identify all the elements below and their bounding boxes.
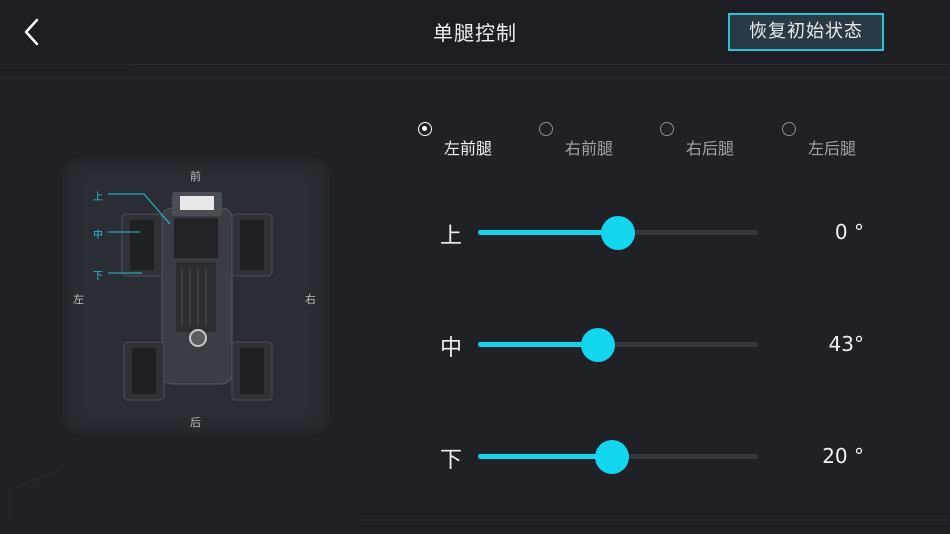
back-label: 后 <box>190 416 201 429</box>
radio-label: 左前腿 <box>444 139 493 158</box>
slider-row-lower: 下 20 ° <box>438 436 878 476</box>
radio-unselected-icon <box>782 122 796 136</box>
reset-button[interactable]: 恢复初始状态 <box>728 13 884 51</box>
leg-selector: 左前腿 右前腿 右后腿 左后腿 <box>414 120 884 160</box>
radio-right-rear-leg[interactable]: 右后腿 <box>658 120 758 160</box>
slider-row-upper: 上 0 ° <box>438 212 878 252</box>
slider-label: 下 <box>440 448 463 473</box>
radio-left-rear-leg[interactable]: 左后腿 <box>780 120 880 160</box>
slider-label: 中 <box>440 336 463 361</box>
radio-right-front-leg[interactable]: 右前腿 <box>537 120 637 160</box>
slider-fill <box>478 454 613 459</box>
right-label: 右 <box>305 293 316 306</box>
middle-joint-slider[interactable] <box>478 328 758 362</box>
slider-fill <box>478 342 599 347</box>
slider-row-middle: 中 43° <box>438 324 878 364</box>
joint-label-lower: 下 <box>93 271 103 282</box>
radio-label: 右后腿 <box>686 139 735 158</box>
joint-label-upper: 上 <box>93 192 103 203</box>
lower-joint-slider[interactable] <box>478 440 758 474</box>
robot-top-view-image <box>108 192 273 401</box>
radio-selected-icon <box>418 122 432 136</box>
chevron-left-icon <box>24 18 39 46</box>
radio-unselected-icon <box>660 122 674 136</box>
page-title: 单腿控制 <box>433 21 517 45</box>
slider-fill <box>478 230 618 235</box>
radio-label: 右前腿 <box>565 139 614 158</box>
slider-value: 0 ° <box>834 220 864 244</box>
top-bar: 单腿控制 恢复初始状态 <box>0 0 950 64</box>
upper-joint-slider[interactable] <box>478 216 758 250</box>
radio-unselected-icon <box>539 122 553 136</box>
radio-left-front-leg[interactable]: 左前腿 <box>416 120 516 160</box>
slider-thumb[interactable] <box>601 216 635 250</box>
front-label: 前 <box>190 170 201 183</box>
slider-thumb[interactable] <box>581 328 616 362</box>
joint-label-middle: 中 <box>93 230 103 241</box>
radio-label: 左后腿 <box>808 139 857 158</box>
slider-value: 20 ° <box>822 444 864 468</box>
slider-thumb[interactable] <box>595 440 630 474</box>
back-button[interactable] <box>14 14 50 50</box>
left-label: 左 <box>73 293 84 306</box>
slider-label: 上 <box>440 224 463 249</box>
slider-value: 43° <box>828 332 864 356</box>
robot-diagram-panel: 前 后 左 右 上 中 下 <box>62 158 330 434</box>
